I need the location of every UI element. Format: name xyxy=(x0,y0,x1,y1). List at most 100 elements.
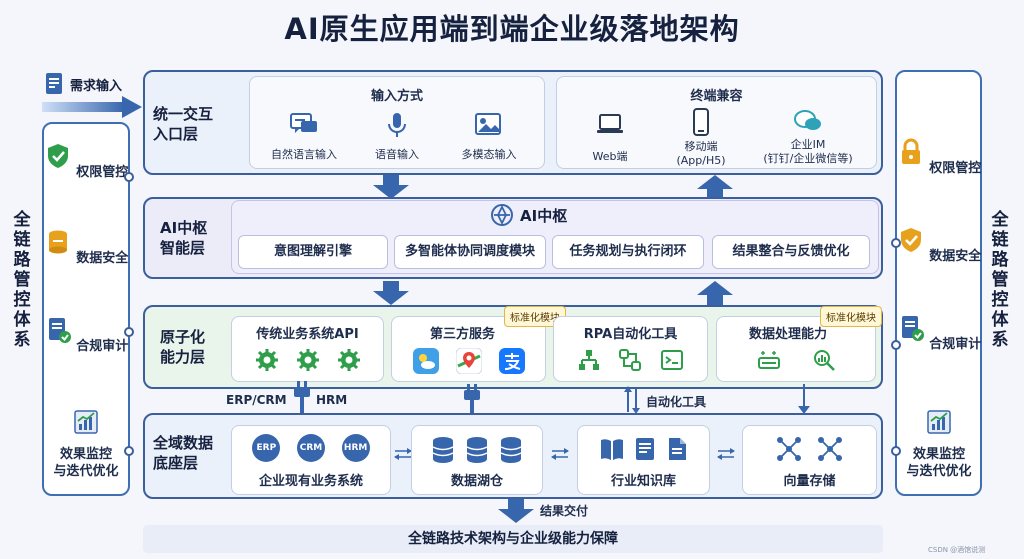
module-intent: 意图理解引擎 xyxy=(238,235,388,269)
module-multi-agent: 多智能体协同调度模块 xyxy=(394,235,546,269)
layer-ai-hub-label: AI中枢 智能层 xyxy=(160,219,208,257)
database-shield-icon xyxy=(48,230,67,254)
module-task-planning: 任务规划与执行闭环 xyxy=(552,235,704,269)
standard-module-tag-2: 标准化模块 xyxy=(820,306,882,327)
input-method-nl-label: 自然语言输入 xyxy=(271,148,337,161)
right-item-compliance-label: 合规审计 xyxy=(929,337,982,352)
right-panel-title: 全链路管控体系 xyxy=(990,210,1012,350)
terminal-icon xyxy=(661,350,684,370)
network-nodes-icon xyxy=(777,437,802,461)
swap-arrows-1 xyxy=(394,448,412,460)
connector-dot xyxy=(124,446,134,456)
cap-legacy-api-title: 传统业务系统API xyxy=(256,327,359,342)
cap-third-party: 第三方服务 xyxy=(391,316,546,382)
ai-hub-title: AI中枢 xyxy=(520,207,568,225)
down-arrow-1 xyxy=(373,175,409,199)
left-panel-title: 全链路管控体系 xyxy=(12,210,34,350)
footer-banner: 全链路技术架构与企业级能力保障 xyxy=(143,525,883,553)
right-item-monitoring: 效果监控 与迭代优化 xyxy=(896,408,982,480)
crm-badge: CRM xyxy=(296,434,325,462)
right-item-data-security-label: 数据安全 xyxy=(929,249,982,264)
left-item-data-security-label: 数据安全 xyxy=(76,251,129,266)
hrm-badge: HRM xyxy=(341,434,370,462)
data-vector-store-label: 向量存储 xyxy=(783,474,836,489)
watermark: CSDN @酒馆说测 xyxy=(928,546,986,554)
file-icon xyxy=(669,438,687,460)
document-edit-icon xyxy=(46,73,62,94)
data-existing-systems: ERP CRM HRM 企业现有业务系统 xyxy=(231,425,391,495)
microphone-icon xyxy=(388,113,406,137)
cap-rpa: RPA自动化工具 xyxy=(553,316,708,382)
shield-check-icon xyxy=(900,228,921,252)
input-method-voice: 语音输入 xyxy=(357,112,437,162)
plug-connector-2 xyxy=(464,384,480,416)
data-lakehouse: 数据湖仓 xyxy=(411,425,543,495)
swap-arrows-2 xyxy=(551,448,569,460)
lock-icon xyxy=(901,138,920,164)
terminal-mobile-label: 移动端 (App/H5) xyxy=(676,140,726,167)
connector-dot xyxy=(891,446,901,456)
workflow-icon xyxy=(619,349,642,371)
plug-connector-1 xyxy=(294,381,310,415)
input-method-voice-label: 语音输入 xyxy=(375,148,419,161)
image-icon xyxy=(475,113,501,135)
cap-data-processing-title: 数据处理能力 xyxy=(749,327,828,342)
analytics-search-icon xyxy=(814,350,835,371)
org-chart-icon xyxy=(578,350,599,370)
left-item-permission: 权限管控 xyxy=(43,142,129,180)
data-stack-icon xyxy=(758,351,780,369)
input-method-nl: 自然语言输入 xyxy=(262,112,346,162)
data-vector-store: 向量存储 xyxy=(742,425,877,495)
cap-data-processing: 数据处理能力 xyxy=(716,316,876,382)
down-arrow-vector xyxy=(798,384,810,414)
ai-logo-icon xyxy=(491,204,513,226)
chat-bubbles-icon xyxy=(794,110,821,130)
layer-capabilities-label: 原子化 能力层 xyxy=(160,328,206,366)
right-item-data-security: 数据安全 xyxy=(896,226,982,264)
cap-legacy-api: 传统业务系统API xyxy=(231,316,384,382)
chat-bubble-icon xyxy=(290,113,317,133)
right-item-permission-label: 权限管控 xyxy=(929,161,982,176)
alipay-icon xyxy=(498,348,525,374)
connector-dot xyxy=(124,172,134,182)
connector-automation-label: 自动化工具 xyxy=(646,395,707,409)
network-nodes-icon xyxy=(817,437,842,461)
right-item-permission: 权限管控 xyxy=(896,138,982,176)
demand-input: 需求输入 xyxy=(42,72,142,118)
layer-interaction-label: 统一交互 入口层 xyxy=(153,105,214,143)
laptop-icon xyxy=(597,114,623,133)
terminal-mobile: 移动端 (App/H5) xyxy=(665,108,737,168)
connector-dot xyxy=(124,327,134,337)
data-lakehouse-label: 数据湖仓 xyxy=(450,474,503,489)
bidirectional-arrow xyxy=(624,386,640,414)
right-panel-title-text: 全链路管控体系 xyxy=(991,210,1009,350)
left-item-data-security: 数据安全 xyxy=(43,228,129,266)
chart-monitor-icon xyxy=(74,410,98,434)
weather-app-icon xyxy=(412,348,439,374)
connector-dot xyxy=(891,340,901,350)
data-knowledge-base-label: 行业知识库 xyxy=(610,474,676,489)
cap-rpa-title: RPA自动化工具 xyxy=(583,327,678,342)
left-item-monitoring-label: 效果监控 与迭代优化 xyxy=(53,447,119,479)
data-knowledge-base: 行业知识库 xyxy=(577,425,710,495)
shield-check-icon xyxy=(47,144,68,168)
database-icon xyxy=(432,437,454,463)
input-method-multimodal-label: 多模态输入 xyxy=(461,148,517,161)
input-method-multimodal: 多模态输入 xyxy=(447,112,531,162)
up-arrow-1 xyxy=(697,175,733,199)
demand-input-label: 需求输入 xyxy=(70,79,123,94)
document-check-icon xyxy=(48,318,71,343)
connector-dot xyxy=(891,238,901,248)
up-arrow-2 xyxy=(697,281,733,305)
page-title: AI原生应用端到端企业级落地架构 xyxy=(284,12,740,46)
result-delivery-label: 结果交付 xyxy=(540,504,589,518)
gear-icon xyxy=(255,349,278,371)
left-item-monitoring: 效果监控 与迭代优化 xyxy=(43,408,129,480)
right-item-compliance: 合规审计 xyxy=(896,314,982,352)
input-arrow xyxy=(42,96,142,118)
database-icon xyxy=(500,437,522,463)
terminal-web-label: Web端 xyxy=(592,150,628,163)
connector-hrm-label: HRM xyxy=(316,393,348,407)
book-icon xyxy=(600,439,623,460)
input-methods-title: 输入方式 xyxy=(370,89,423,104)
